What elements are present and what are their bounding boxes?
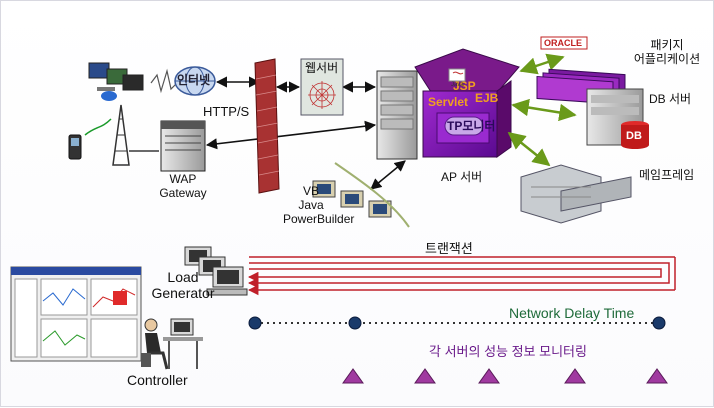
jsp-label: JSP: [453, 79, 476, 93]
monitor-triangle: [414, 368, 436, 384]
mainframe-link: [507, 131, 551, 167]
monitor-triangle: [646, 368, 668, 384]
controller-screenshot: [10, 266, 142, 362]
server-icon: [160, 120, 206, 172]
internet-label: 인터넷: [177, 73, 211, 87]
java-logo-label: Java: [451, 82, 464, 88]
web-server-icon: [300, 58, 344, 116]
web-server-label: 웹서버: [305, 61, 339, 75]
ap-server-label: AP 서버: [441, 170, 483, 184]
monitor-icon: [88, 62, 144, 101]
tp-monitor-label: TP모니터: [447, 119, 496, 133]
https-label: HTTP/S: [203, 104, 250, 119]
firewall-icon: [254, 58, 280, 194]
db-label: DB: [626, 130, 642, 142]
monitoring-markers: [342, 368, 668, 384]
monitoring-label: 각 서버의 성능 정보 모니터링: [429, 344, 587, 359]
monitor-triangle: [564, 368, 586, 384]
db-server-label: DB 서버: [649, 92, 692, 106]
load-generator-label: Load Generator: [151, 269, 215, 302]
load-generator-icon: [184, 246, 248, 296]
delay-dot: [248, 316, 262, 330]
gateway-ap-arrow: [205, 120, 377, 150]
globe-icon: [174, 66, 216, 96]
network-delay-timeline: [248, 316, 666, 330]
mainframe-label: 메임프레임: [639, 168, 695, 182]
mainframe-icon: [520, 164, 632, 224]
wap-gateway-label: WAP Gateway: [159, 172, 207, 200]
transaction-label: 트랜잭션: [425, 241, 473, 256]
java-logo-icon: [448, 68, 466, 82]
servlet-label: Servlet: [428, 95, 469, 109]
tp-monitor-box: [436, 112, 490, 144]
ap-server-icon: [376, 70, 418, 160]
package-app-link: [519, 53, 565, 75]
person-icon: [141, 318, 203, 370]
ejb-label: EJB: [475, 91, 499, 105]
delay-dot: [348, 316, 362, 330]
mobile-phone-icon: [68, 134, 82, 160]
package-app-label: 패키지 어플리케이션: [633, 38, 701, 66]
delay-dot: [652, 316, 666, 330]
transaction-lines: [247, 256, 676, 296]
oracle-logo-text: ORACLE: [544, 38, 582, 48]
network-delay-label: Network Delay Time: [509, 305, 635, 321]
monitor-triangle: [478, 368, 500, 384]
ap-clients-arrow: [370, 160, 406, 190]
db-server-link: [511, 98, 577, 122]
internet-clients: [88, 62, 216, 101]
monitor-triangle: [342, 368, 364, 384]
controller-label: Controller: [127, 372, 188, 388]
database-icon: [586, 88, 649, 149]
workstation-icon: [312, 162, 410, 228]
vb-clients-label: VB Java PowerBuilder: [283, 184, 355, 226]
radio-tower-icon: [84, 104, 130, 166]
